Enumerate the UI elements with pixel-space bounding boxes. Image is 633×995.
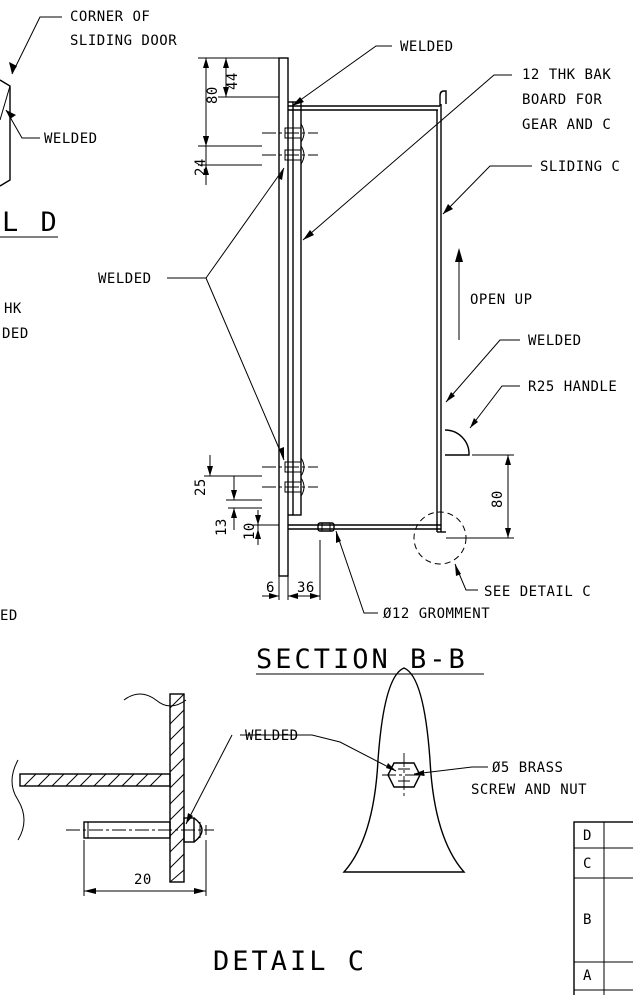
dim-44-text: 44 <box>225 72 241 90</box>
dim-13-text: 13 <box>214 518 230 536</box>
screw-label-line1: Ø5 BRASS <box>492 760 563 776</box>
dimension-80-right: 80 <box>446 454 514 539</box>
dimension-13: 13 <box>214 507 262 536</box>
bakelite-label-line1: 12 THK BAK <box>522 67 611 83</box>
detail-d-welded-label: WELDED <box>44 131 98 147</box>
dimension-44: 44 <box>218 58 279 98</box>
open-up-label: OPEN UP <box>470 292 533 308</box>
handle <box>444 429 470 456</box>
detail-d-title: L D <box>2 207 60 238</box>
dim-36-text: 36 <box>297 580 315 596</box>
welded-handle-label: WELDED <box>528 333 582 349</box>
top-plate-hook <box>439 90 447 106</box>
bakelite-leader <box>302 74 512 241</box>
section-bb: 80 44 24 25 <box>98 39 620 675</box>
sliding-leader <box>442 165 532 215</box>
handle-front-view <box>342 667 466 873</box>
revision-d: D <box>583 828 592 844</box>
welded-top-leader <box>291 45 392 107</box>
grommet-leader <box>335 530 378 614</box>
detail-d-corner-shape <box>0 79 11 187</box>
welded-top-label: WELDED <box>400 39 454 55</box>
bakelite-board <box>292 101 302 516</box>
handle-leader <box>469 385 520 429</box>
revision-b: B <box>583 912 592 928</box>
break-line-top <box>123 693 187 707</box>
bakelite-label-line3: GEAR AND C <box>522 117 611 133</box>
dim-6-text: 6 <box>266 580 275 596</box>
detail-c: 20 WELDED Ø5 BRASS SCREW AND NUT DETAIL … <box>11 667 587 977</box>
break-line-left <box>11 759 25 841</box>
dim-20-text: 20 <box>134 872 152 888</box>
bakelite-label-line2: BOARD FOR <box>522 92 602 108</box>
dimension-25: 25 <box>193 455 262 501</box>
bottom-bolts <box>262 457 318 497</box>
corner-label-line1: CORNER OF <box>70 9 150 25</box>
dim-24-text: 24 <box>193 158 209 176</box>
detail-c-title: DETAIL C <box>213 946 367 977</box>
welded-left-label: WELDED <box>98 271 152 287</box>
see-detail-label: SEE DETAIL C <box>484 584 591 600</box>
dim-80-right-text: 80 <box>490 490 506 508</box>
detail-d: CORNER OF SLIDING DOOR WELDED L D HK DED… <box>0 9 177 624</box>
detail-d-note-line1: HK <box>4 301 22 317</box>
detail-c-welded-label: WELDED <box>245 728 299 744</box>
top-bolts <box>262 123 318 165</box>
screw-label-line2: SCREW AND NUT <box>471 782 587 798</box>
detail-c-welded-leader <box>240 734 397 772</box>
dimension-24: 24 <box>193 120 262 185</box>
corner-label-line2: SLIDING DOOR <box>70 33 177 49</box>
revision-a: A <box>583 968 592 984</box>
frame-flange <box>278 57 289 577</box>
screw-leader <box>413 766 488 775</box>
dimension-6-36: 6 36 <box>262 540 321 600</box>
left-welded-fragment: ED <box>0 608 18 624</box>
sliding-label: SLIDING C <box>540 159 620 175</box>
screw-head <box>193 817 203 843</box>
dim-10-text: 10 <box>242 522 258 540</box>
grommet <box>317 522 335 532</box>
section-bb-title: SECTION B-B <box>256 644 468 675</box>
detail-d-note-line2: DED <box>2 326 29 342</box>
grommet-label: Ø12 GROMMENT <box>383 606 490 622</box>
dimension-10: 10 <box>242 510 279 545</box>
handle-label: R25 HANDLE <box>528 379 617 395</box>
detail-d-welded-leader <box>5 109 40 139</box>
see-detail-leader <box>454 563 478 591</box>
revision-c: C <box>583 856 592 872</box>
welded-handle-leader <box>445 339 520 403</box>
revision-table: D C B A <box>573 821 633 995</box>
dim-25-text: 25 <box>193 478 209 496</box>
corner-leader <box>11 16 62 75</box>
horizontal-plate <box>19 773 171 787</box>
dim-80-top-text: 80 <box>205 86 221 104</box>
